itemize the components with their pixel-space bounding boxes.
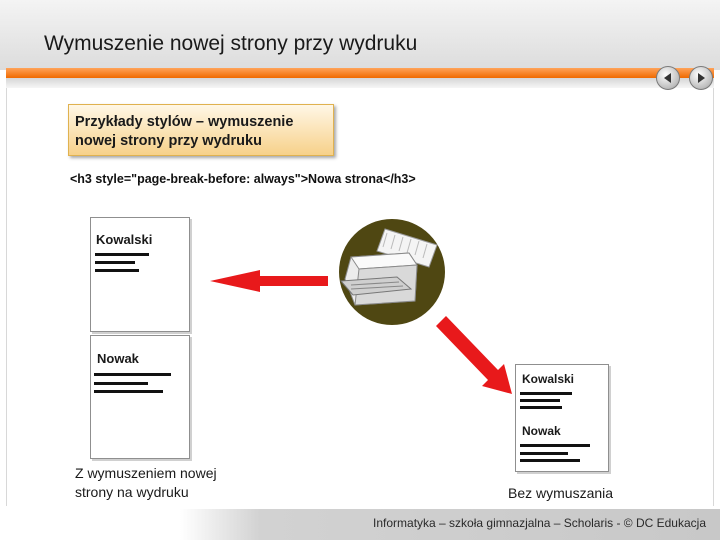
right-border — [713, 88, 714, 506]
previous-slide-button[interactable] — [656, 66, 680, 90]
text-line — [520, 459, 580, 462]
text-line — [95, 261, 135, 264]
page-name-kowalski: Kowalski — [96, 232, 152, 247]
left-caption: Z wymuszeniem nowej strony na wydruku — [75, 464, 217, 502]
box-title-line-1: Przykłady stylów – wymuszenie — [75, 113, 327, 132]
text-line — [95, 253, 149, 256]
arrow-left-red-icon — [210, 268, 332, 294]
text-line — [520, 399, 560, 402]
page-title: Wymuszenie nowej strony przy wydruku — [44, 32, 417, 56]
left-border — [6, 88, 7, 506]
arrow-left-icon — [662, 72, 674, 84]
text-line — [520, 406, 562, 409]
left-caption-line-1: Z wymuszeniem nowej — [75, 464, 217, 483]
page-name-nowak: Nowak — [97, 351, 139, 366]
printer-icon — [337, 217, 447, 327]
right-caption: Bez wymuszania — [508, 484, 613, 503]
left-caption-line-2: strony na wydruku — [75, 483, 217, 502]
code-example: <h3 style="page-break-before: always">No… — [70, 172, 416, 186]
text-line — [94, 373, 171, 376]
box-title-line-2: nowej strony przy wydruku — [75, 132, 327, 151]
text-line — [94, 382, 148, 385]
print-page-combined: Kowalski Nowak — [515, 364, 609, 472]
text-line — [95, 269, 139, 272]
text-line — [520, 392, 572, 395]
text-line — [94, 390, 163, 393]
footer-credit: Informatyka – szkoła gimnazjalna – Schol… — [373, 516, 706, 530]
print-page-nowak: Nowak — [90, 335, 190, 459]
page-name-kowalski: Kowalski — [522, 372, 574, 386]
header-divider — [6, 78, 714, 88]
examples-title-box: Przykłady stylów – wymuszenie nowej stro… — [68, 104, 334, 156]
print-page-kowalski: Kowalski — [90, 217, 190, 332]
page-name-nowak: Nowak — [522, 424, 561, 438]
slide-header: Wymuszenie nowej strony przy wydruku — [0, 0, 720, 70]
arrow-right-icon — [695, 72, 707, 84]
text-line — [520, 444, 590, 447]
text-line — [520, 452, 568, 455]
next-slide-button[interactable] — [689, 66, 713, 90]
accent-bar — [6, 68, 714, 78]
